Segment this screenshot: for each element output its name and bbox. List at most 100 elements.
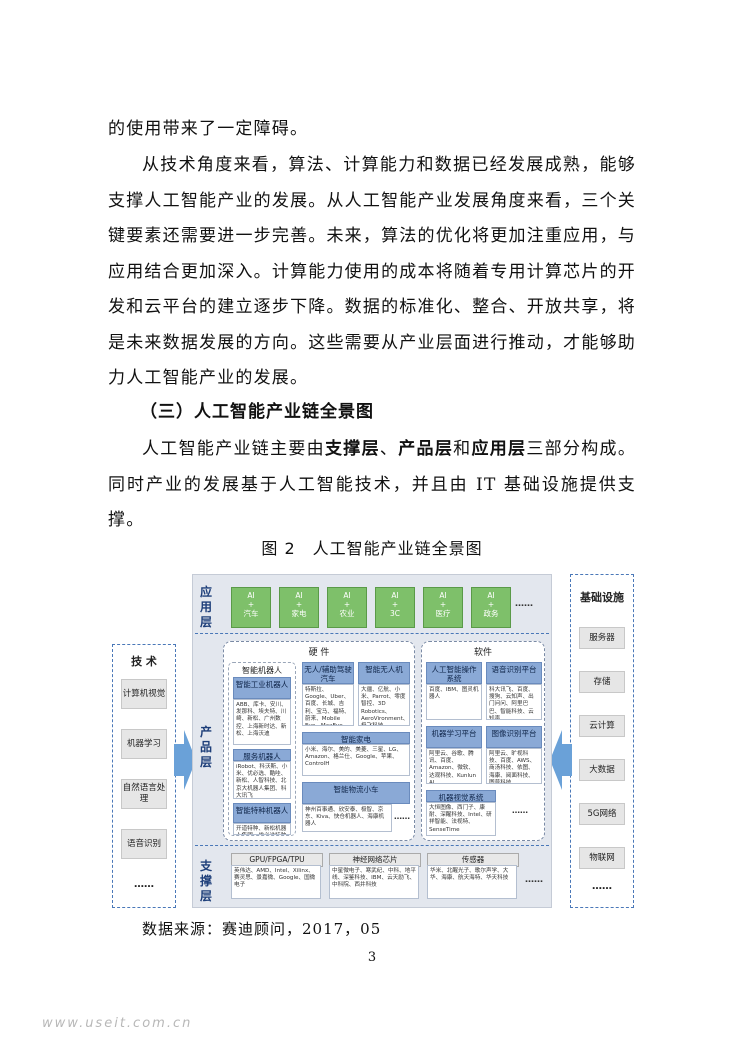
bold-application-layer: 应用层 xyxy=(471,439,527,459)
infra-item-5g: 5G网络 xyxy=(579,803,625,825)
layer-divider-top xyxy=(195,633,549,634)
vision-system-companies: 大恒图像、西门子、康耐、深醒科技、Intel、研祥智能、法视特、SenseTim… xyxy=(426,802,496,836)
app-item-line3: 农业 xyxy=(339,609,355,618)
app-item-line2: + xyxy=(343,600,351,609)
robots-title: 智能机器人 xyxy=(242,666,282,675)
auto-drive-companies: 特斯拉、Google、Uber、百度、长城、吉利、宝马、福特、蔚来、Mobile… xyxy=(302,684,354,726)
main-frame: 应用层 产品层 支撑层 AI + 汽车 AI + 家电 AI + 农业 AI +… xyxy=(192,574,552,908)
infra-item-cloud: 云计算 xyxy=(579,715,625,737)
service-robot-companies: iRobot、科沃斯、小米、优必选、酷哇、新松、人智科技、北京大机器人集团、科大… xyxy=(233,761,291,799)
text-run: 三部分构成。同时产业的发展基于人工智能技术，并且由 IT 基础设施提供支撑。 xyxy=(108,439,637,530)
speech-platform-companies: 科大讯飞、百度、搜狗、云知声、出门问问、阿里巴巴、智能科技、云知声 xyxy=(486,684,542,720)
tech-item-more: …… xyxy=(134,879,154,890)
page-number: 3 xyxy=(367,950,377,965)
data-source: 数据来源：赛迪顾问，2017，05 xyxy=(142,920,382,938)
special-robot-header: 智能特种机器人 xyxy=(233,803,291,823)
tech-item-machine-learning: 机器学习 xyxy=(121,729,167,759)
infra-item-server: 服务器 xyxy=(579,627,625,649)
infrastructure-panel: 基础设施 服务器 存储 云计算 大数据 5G网络 物联网 …… xyxy=(570,574,634,908)
ml-platform-companies: 阿里云、谷歌、腾讯、百度、Amazon、微软、达观科技、Kunlun AI xyxy=(426,748,482,784)
support-layer-label: 支撑层 xyxy=(199,859,212,903)
paragraph-chain-intro: 人工智能产业链主要由支撑层、产品层和应用层三部分构成。同时产业的发展基于人工智能… xyxy=(108,432,636,539)
bold-product-layer: 产品层 xyxy=(398,439,454,459)
sensor-companies: 华米、北醒光子、歌尔声学、大华、海康、航天海特、华天科技 xyxy=(427,865,517,899)
app-item-agriculture: AI + 农业 xyxy=(327,587,367,628)
hardware-title: 硬 件 xyxy=(308,648,330,658)
app-more: …… xyxy=(515,599,533,609)
neural-chip-companies: 中星微电子、寒武纪、中科、地平线、深鉴科技、IBM、云天励飞、中科院、西井科技 xyxy=(329,865,419,899)
software-group: 软件 人工智能操作系统 百度、IBM、图灵机器人 语音识别平台 科大讯飞、百度、… xyxy=(421,641,545,841)
tech-item-speech-recognition: 语音识别 xyxy=(121,829,167,859)
app-item-line1: AI xyxy=(439,591,447,600)
industry-chain-diagram: 技 术 计算机视觉 机器学习 自然语言处理 语音识别 …… 基础设施 服务器 存… xyxy=(108,570,638,910)
tech-item-nlp: 自然语言处理 xyxy=(121,779,167,809)
right-arrow-icon xyxy=(550,730,572,790)
product-layer-label: 产品层 xyxy=(199,725,212,769)
application-layer-label: 应用层 xyxy=(199,585,212,629)
hardware-more: …… xyxy=(394,812,410,821)
software-more: …… xyxy=(512,806,528,815)
image-platform-header: 图像识别平台 xyxy=(486,726,542,748)
hardware-group: 硬 件 智能机器人 智能工业机器人 ABB、库卡、安川、发那科、埃夫特、川崎、新… xyxy=(223,641,415,841)
drone-companies: 大疆、亿航、小米、Parrot、零度智控、3D Robotics、AeroVir… xyxy=(358,684,410,726)
app-item-line1: AI xyxy=(295,591,303,600)
infra-item-iot: 物联网 xyxy=(579,847,625,869)
paragraph-continuation: 的使用带来了一定障碍。 xyxy=(108,119,309,139)
app-item-medical: AI + 医疗 xyxy=(423,587,463,628)
layer-divider-bottom xyxy=(195,845,549,846)
app-item-line2: + xyxy=(391,600,399,609)
app-item-line1: AI xyxy=(247,591,255,600)
app-item-line1: AI xyxy=(343,591,351,600)
technology-panel-title: 技 术 xyxy=(131,655,157,668)
gpu-companies: 英伟达、AMD、Intel、Xilinx、赛灵思、景嘉微、Google、国微电子 xyxy=(231,865,321,899)
industrial-robot-companies: ABB、库卡、安川、发那科、埃夫特、川崎、新松、广州数控、上海新时达、新松、上海… xyxy=(233,699,291,745)
technology-panel: 技 术 计算机视觉 机器学习 自然语言处理 语音识别 …… xyxy=(112,644,176,908)
service-robot-header: 服务机器人 xyxy=(233,749,291,761)
app-item-line3: 汽车 xyxy=(243,609,259,618)
text-run: 、 xyxy=(379,439,399,459)
figure-title: 图 2 人工智能产业链全景图 xyxy=(261,539,483,558)
paragraph-technology: 从技术角度来看，算法、计算能力和数据已经发展成熟，能够支撑人工智能产业的发展。从… xyxy=(108,155,636,388)
bold-support-layer: 支撑层 xyxy=(325,439,380,459)
special-robot-companies: 开道特种、新松机器人集团、优必选特种装备 xyxy=(233,823,291,835)
logistics-car-header: 智能物流小车 xyxy=(302,782,410,804)
ai-os-header: 人工智能操作系统 xyxy=(426,662,482,684)
app-item-line1: AI xyxy=(487,591,495,600)
text-run: 人工智能产业链主要由 xyxy=(142,439,325,459)
app-item-line3: 医疗 xyxy=(435,609,451,618)
speech-platform-header: 语音识别平台 xyxy=(486,662,542,684)
infra-item-more: …… xyxy=(592,881,612,892)
app-item-auto: AI + 汽车 xyxy=(231,587,271,628)
support-more: …… xyxy=(525,875,543,885)
industrial-robot-header: 智能工业机器人 xyxy=(233,677,291,699)
home-appliance-companies: 小米、海尔、美的、美菱、三星、LG、Amazon、格兰仕、Google、苹果、C… xyxy=(302,744,410,776)
text-run: 和 xyxy=(453,439,472,459)
software-title: 软件 xyxy=(473,648,492,658)
tech-item-computer-vision: 计算机视觉 xyxy=(121,679,167,709)
app-item-line2: + xyxy=(439,600,447,609)
ml-platform-header: 机器学习平台 xyxy=(426,726,482,748)
drone-header: 智能无人机 xyxy=(358,662,410,684)
app-item-line3: 家电 xyxy=(291,609,307,618)
section-heading: （三）人工智能产业链全景图 xyxy=(140,402,374,422)
app-item-line3: 政务 xyxy=(483,609,499,618)
infra-item-big-data: 大数据 xyxy=(579,759,625,781)
app-item-government: AI + 政务 xyxy=(471,587,511,628)
app-item-line2: + xyxy=(295,600,303,609)
watermark: www.useit.com.cn xyxy=(42,1016,193,1031)
infra-item-storage: 存储 xyxy=(579,671,625,693)
image-platform-companies: 阿里云、旷视科技、百度、AWS、商汤科技、依图、海康、阅面科技、图普科技 xyxy=(486,748,542,784)
auto-drive-header: 无人/辅助驾驶汽车 xyxy=(302,662,354,684)
home-appliance-header: 智能家电 xyxy=(302,732,410,744)
app-item-line2: + xyxy=(487,600,495,609)
app-item-line3: 3C xyxy=(389,609,400,618)
left-arrow-icon xyxy=(174,730,196,790)
ai-os-companies: 百度、IBM、图灵机器人 xyxy=(426,684,482,720)
vision-system-header: 机器视觉系统 xyxy=(426,790,496,802)
app-item-3c: AI + 3C xyxy=(375,587,415,628)
app-item-line2: + xyxy=(247,600,255,609)
app-item-line1: AI xyxy=(391,591,399,600)
logistics-car-companies: 神州百事通、欣安泰、极智、京东、Kiva、快仓机器人、海康机器人 xyxy=(302,804,392,832)
infrastructure-panel-title: 基础设施 xyxy=(580,591,624,604)
robots-subgroup: 智能机器人 智能工业机器人 ABB、库卡、安川、发那科、埃夫特、川崎、新松、广州… xyxy=(228,662,296,836)
